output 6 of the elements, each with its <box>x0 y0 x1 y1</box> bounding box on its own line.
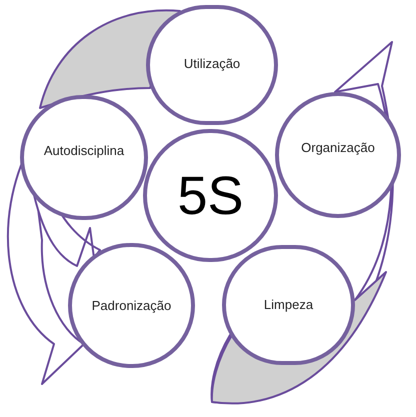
node-label: Limpeza <box>264 296 314 314</box>
node-label: Utilização <box>184 55 240 74</box>
node-label: Organização <box>301 139 375 158</box>
center-title: 5S <box>177 168 244 222</box>
node-label: Autodisciplina <box>44 142 124 160</box>
node-label: Padronização <box>92 296 172 315</box>
